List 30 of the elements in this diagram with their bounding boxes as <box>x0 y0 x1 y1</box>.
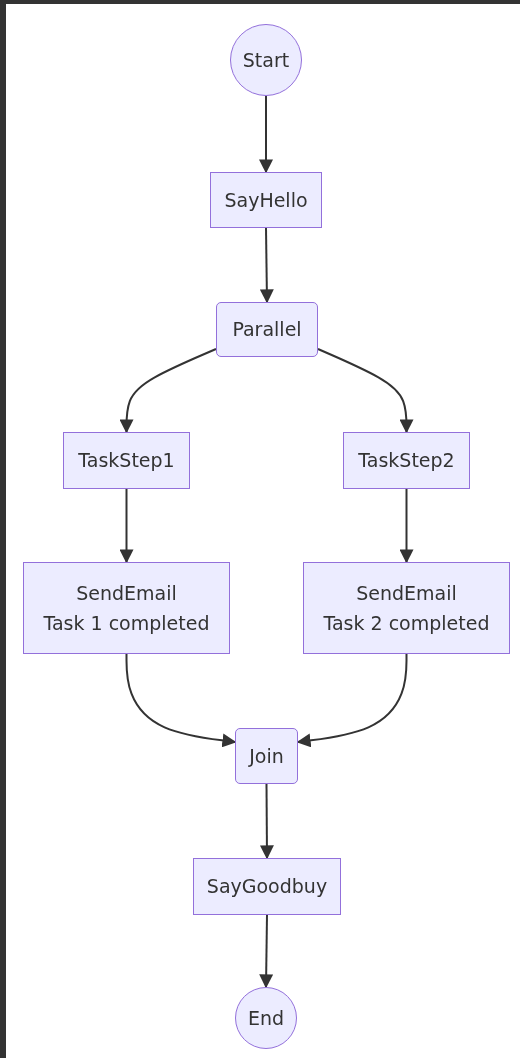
node-label: TaskStep1 <box>78 448 175 474</box>
process-box <box>303 562 510 654</box>
node-label: Parallel <box>232 317 302 343</box>
arrow <box>317 348 414 434</box>
process-box <box>63 432 190 489</box>
node-label: TaskStep2 <box>358 448 455 474</box>
process-box <box>210 172 322 228</box>
process-box <box>216 302 318 357</box>
arrow <box>259 914 274 989</box>
node-label: Task 1 completed <box>43 611 210 636</box>
arrow <box>119 488 134 564</box>
node-label: Task 2 completed <box>323 611 490 636</box>
arrow <box>259 227 274 304</box>
process-box <box>235 728 298 784</box>
process-box <box>23 562 230 654</box>
node-label: SendEmail <box>76 580 177 606</box>
arrow <box>296 653 408 748</box>
arrow <box>125 653 237 748</box>
node-label: SendEmail <box>356 580 457 606</box>
node-label: End <box>247 1005 285 1031</box>
arrow <box>259 95 273 174</box>
node-label: Join <box>249 743 284 769</box>
node-label: SayGoodbuy <box>206 874 328 900</box>
node-label: SayHello <box>224 187 308 213</box>
process-box <box>343 432 470 489</box>
arrow <box>399 488 414 564</box>
process-box <box>193 858 341 915</box>
node-label: Start <box>242 47 290 73</box>
arrow <box>119 348 217 434</box>
arrow <box>259 783 274 860</box>
